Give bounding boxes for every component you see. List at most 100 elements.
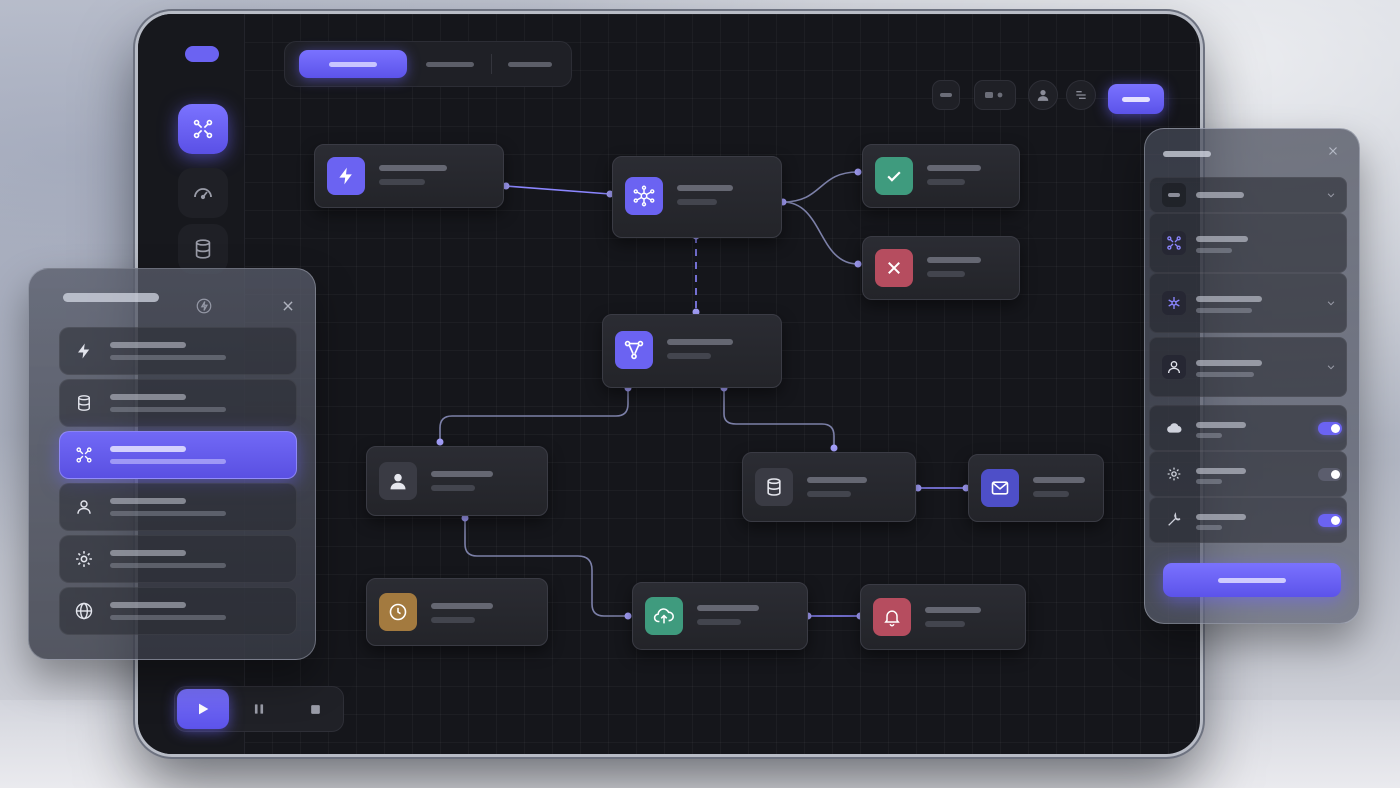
network-icon bbox=[633, 185, 655, 207]
node-icon-box bbox=[755, 468, 793, 506]
library-item-settings[interactable] bbox=[59, 535, 297, 583]
toggle-row-tools[interactable] bbox=[1149, 497, 1347, 543]
node-success[interactable] bbox=[862, 144, 1020, 208]
bell-icon bbox=[884, 610, 900, 627]
gear-icon bbox=[76, 551, 92, 567]
run-controls bbox=[174, 686, 344, 732]
workflow-icon bbox=[624, 340, 644, 360]
node-database[interactable] bbox=[742, 452, 916, 522]
users-icon bbox=[1076, 91, 1086, 99]
library-item-trigger[interactable] bbox=[59, 327, 297, 375]
toolbar-primary-button[interactable] bbox=[1108, 84, 1164, 114]
rail-item-dashboard[interactable] bbox=[178, 168, 228, 218]
tools-toggle[interactable] bbox=[1318, 514, 1342, 527]
node-trigger[interactable] bbox=[314, 144, 504, 208]
tab-2[interactable] bbox=[415, 50, 485, 78]
lightning-icon bbox=[339, 167, 352, 185]
primary-action-label bbox=[1122, 96, 1150, 102]
property-row-user[interactable] bbox=[1149, 337, 1347, 397]
stop-icon bbox=[310, 704, 320, 714]
library-item-user[interactable] bbox=[59, 483, 297, 531]
apply-button-label bbox=[1218, 577, 1286, 583]
user-icon bbox=[1037, 90, 1049, 101]
chevron-down-icon bbox=[1327, 365, 1335, 370]
cloud-upload-icon bbox=[653, 608, 674, 624]
camera-icon bbox=[985, 92, 1003, 98]
node-icon-box bbox=[873, 598, 911, 636]
view-tabs bbox=[284, 41, 572, 87]
check-icon bbox=[887, 171, 901, 182]
workflow-icon bbox=[1167, 236, 1181, 250]
play-icon bbox=[199, 703, 209, 715]
chevron-down-icon bbox=[1327, 301, 1335, 306]
node-alert[interactable] bbox=[860, 584, 1026, 650]
database-icon bbox=[767, 478, 781, 496]
library-item-workflow[interactable] bbox=[59, 431, 297, 479]
apply-button[interactable] bbox=[1163, 563, 1341, 597]
pause-button[interactable] bbox=[233, 689, 285, 729]
node-icon-box bbox=[875, 249, 913, 287]
database-icon bbox=[78, 395, 90, 411]
clock-icon bbox=[389, 603, 407, 621]
library-item-database[interactable] bbox=[59, 379, 297, 427]
toggle-row-cloud[interactable] bbox=[1149, 405, 1347, 451]
close-icon[interactable] bbox=[1327, 145, 1339, 157]
node-schedule[interactable] bbox=[366, 578, 548, 646]
node-router[interactable] bbox=[602, 314, 782, 388]
node-user[interactable] bbox=[366, 446, 548, 516]
library-item-web[interactable] bbox=[59, 587, 297, 635]
workflow-icon bbox=[76, 447, 92, 463]
node-hub[interactable] bbox=[612, 156, 782, 238]
rail-logo-pill[interactable] bbox=[185, 46, 219, 62]
user-icon bbox=[390, 473, 406, 490]
toolbar-menu-button[interactable] bbox=[932, 80, 960, 110]
cloud-toggle[interactable] bbox=[1318, 422, 1342, 435]
close-icon[interactable] bbox=[281, 299, 295, 313]
properties-panel bbox=[1144, 128, 1360, 624]
node-icon-box bbox=[327, 157, 365, 195]
node-library-panel bbox=[28, 268, 316, 660]
user-icon bbox=[1168, 361, 1180, 374]
node-icon-box bbox=[625, 177, 663, 215]
lightning-icon bbox=[78, 343, 90, 359]
tab-3[interactable] bbox=[497, 50, 563, 78]
pause-icon bbox=[254, 704, 264, 714]
settings-toggle[interactable] bbox=[1318, 468, 1342, 481]
property-row-workflow[interactable] bbox=[1149, 213, 1347, 273]
tab-1[interactable] bbox=[299, 50, 407, 78]
chevron-down-icon bbox=[1327, 193, 1335, 198]
stop-button[interactable] bbox=[289, 689, 341, 729]
gear-icon bbox=[1167, 467, 1181, 481]
user-icon bbox=[77, 500, 91, 514]
gauge-icon bbox=[194, 188, 212, 200]
play-button[interactable] bbox=[177, 689, 229, 729]
toolbar-user-button[interactable] bbox=[1028, 80, 1058, 110]
panel-title bbox=[63, 293, 159, 302]
node-upload[interactable] bbox=[632, 582, 808, 650]
node-icon-box bbox=[645, 597, 683, 635]
cloud-icon bbox=[1167, 423, 1182, 433]
menu-icon bbox=[1168, 193, 1180, 197]
rail-item-workflow[interactable] bbox=[178, 104, 228, 154]
node-icon-box bbox=[379, 462, 417, 500]
property-row-menu[interactable] bbox=[1149, 177, 1347, 213]
property-row-network[interactable] bbox=[1149, 273, 1347, 333]
wrench-icon bbox=[1168, 512, 1181, 526]
panel-title bbox=[1163, 151, 1211, 157]
node-icon-box bbox=[379, 593, 417, 631]
toolbar-users-button[interactable] bbox=[1066, 80, 1096, 110]
node-icon-box bbox=[875, 157, 913, 195]
node-email[interactable] bbox=[968, 454, 1104, 522]
node-failure[interactable] bbox=[862, 236, 1020, 300]
menu-icon bbox=[940, 93, 952, 97]
node-icon-box bbox=[615, 331, 653, 369]
toggle-row-settings[interactable] bbox=[1149, 451, 1347, 497]
workflow-icon bbox=[193, 119, 213, 139]
globe-icon bbox=[75, 602, 93, 620]
node-icon-box bbox=[981, 469, 1019, 507]
toolbar-camera-button[interactable] bbox=[974, 80, 1016, 110]
mail-icon bbox=[991, 481, 1009, 495]
close-icon bbox=[888, 262, 900, 274]
lightning-icon bbox=[196, 298, 212, 314]
rail-item-database[interactable] bbox=[178, 224, 228, 274]
